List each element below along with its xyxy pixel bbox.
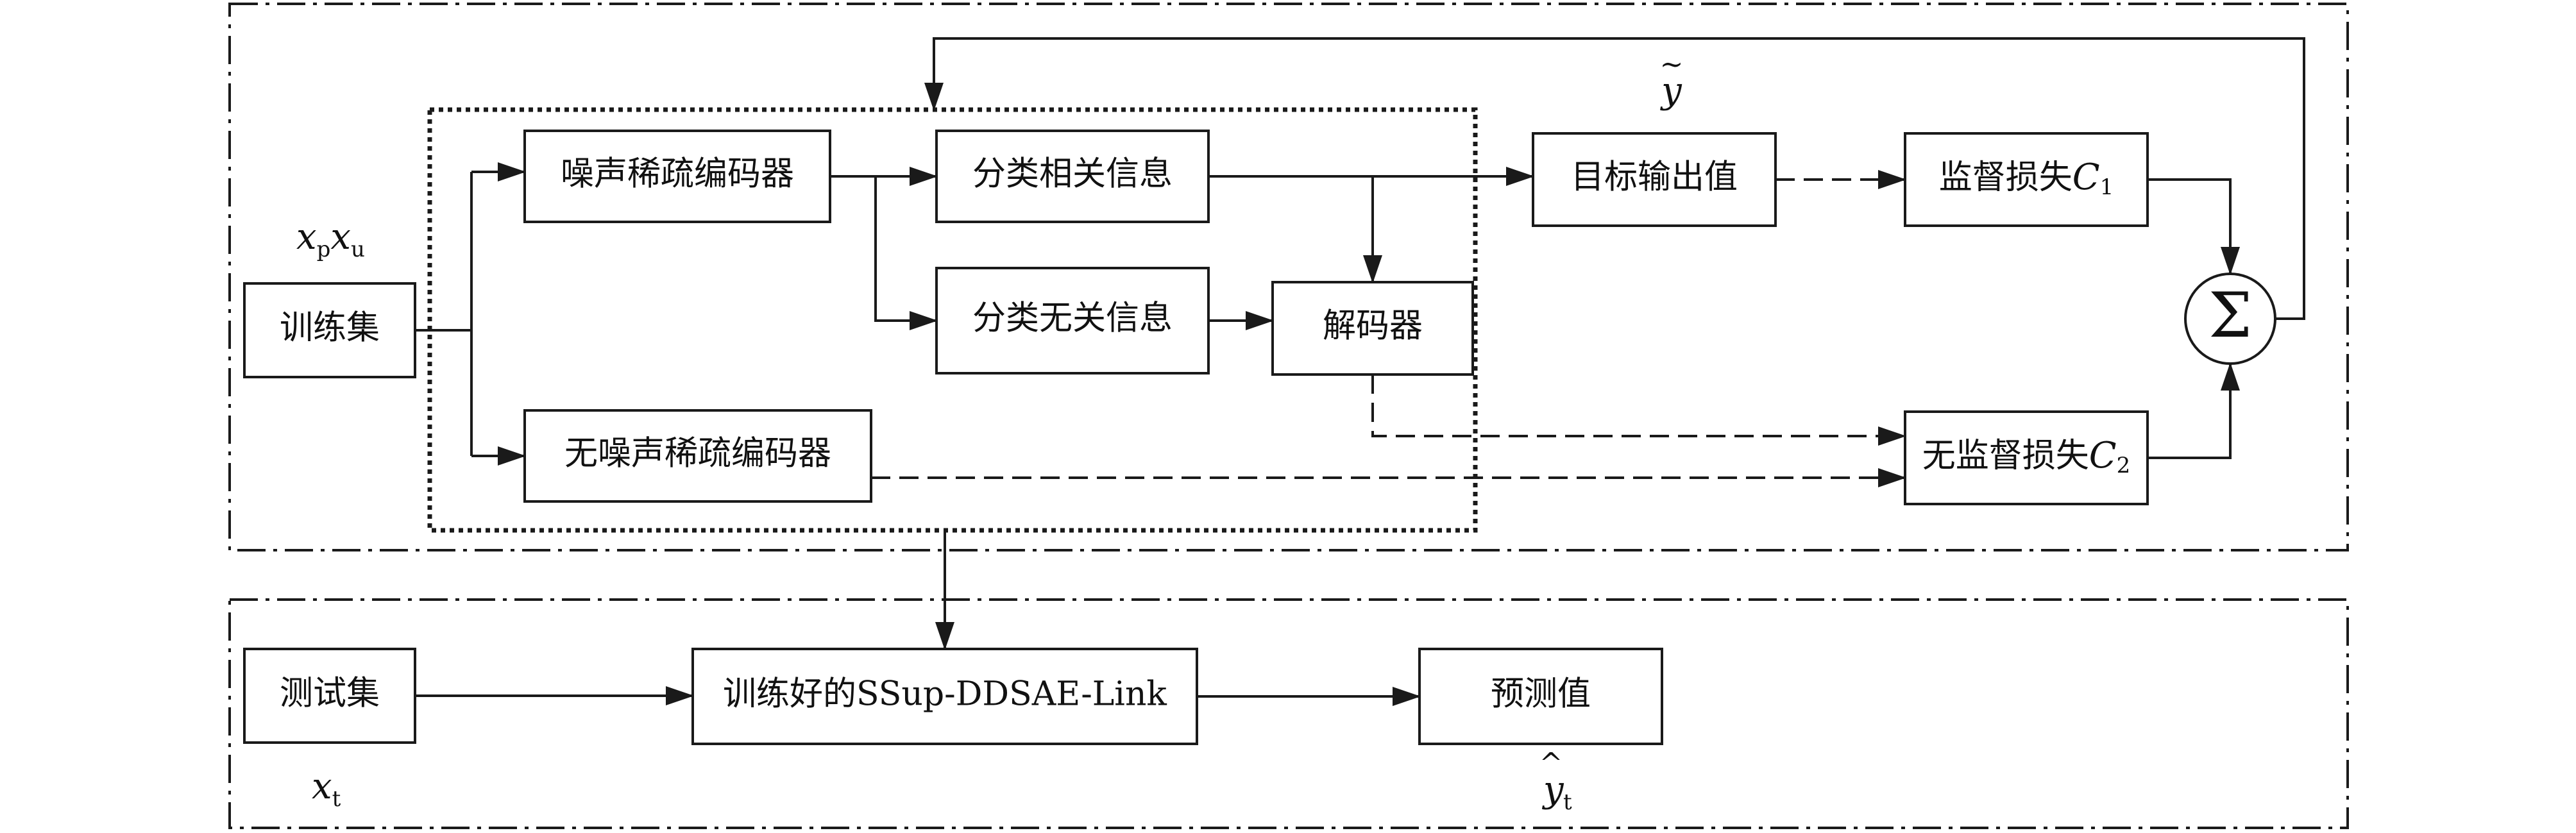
clean-encoder-node: 无噪声稀疏编码器 (523, 409, 872, 503)
network-frame (427, 107, 1478, 533)
decoder-node: 解码器 (1271, 281, 1474, 376)
unsup-loss-label: 无监督损失 (1922, 437, 2089, 475)
prediction-label: 预测值 (1491, 675, 1591, 714)
test-set-label: 测试集 (280, 675, 380, 713)
svg-text:y: y (1659, 70, 1682, 112)
dashed-arrow-decoder-to-unsup-loss (1371, 374, 1906, 446)
svg-text:y: y (1541, 769, 1564, 811)
unsup-loss-node: 无监督损失C2 (1904, 410, 2149, 505)
training-stage-frame (228, 3, 2349, 551)
arrow-to-class-unrelated (874, 176, 938, 330)
sum-symbol: Σ (2208, 280, 2252, 351)
svg-text:^: ^ (1539, 747, 1563, 780)
train-set-node: 训练集 (243, 282, 416, 378)
test-input-symbol: xt (312, 766, 341, 812)
target-output-node: 目标输出值 (1532, 132, 1777, 227)
svg-text:t: t (1563, 789, 1572, 815)
class-related-node: 分类相关信息 (935, 130, 1210, 223)
class-unrelated-node: 分类无关信息 (935, 267, 1210, 374)
feedback-arrow-to-network (924, 37, 2305, 320)
arrow-sup-loss-to-sum (2148, 178, 2240, 275)
sum-node: Σ (2184, 273, 2276, 365)
noisy-encoder-label: 噪声稀疏编码器 (561, 155, 794, 194)
class-related-label: 分类相关信息 (972, 155, 1173, 194)
y-tilde-symbol: ~ y (1659, 48, 1683, 112)
class-unrelated-label: 分类无关信息 (972, 299, 1173, 338)
train-input-symbols: xpxu (296, 216, 365, 262)
prediction-node: 预测值 (1418, 648, 1663, 745)
svg-text:无监督损失C2: 无监督损失C2 (1922, 435, 2131, 479)
arrow-unsup-loss-to-sum (2148, 362, 2240, 459)
target-output-label: 目标输出值 (1571, 158, 1738, 197)
y-hat-symbol: ^ y t (1539, 747, 1572, 815)
testing-stage-frame (228, 598, 2349, 829)
trained-model-label: 训练好的SSup-DDSAE-Link (723, 675, 1167, 714)
clean-encoder-label: 无噪声稀疏编码器 (564, 435, 831, 473)
test-set-node: 测试集 (243, 648, 416, 744)
trained-model-node: 训练好的SSup-DDSAE-Link (691, 648, 1198, 745)
decoder-label: 解码器 (1323, 307, 1423, 346)
svg-text:监督损失C1: 监督损失C1 (1939, 156, 2114, 201)
svg-text:~: ~ (1660, 48, 1684, 81)
train-set-label: 训练集 (280, 309, 380, 348)
sup-loss-node: 监督损失C1 (1904, 132, 2149, 227)
noisy-encoder-node: 噪声稀疏编码器 (523, 130, 831, 223)
connectors (415, 37, 2305, 706)
sup-loss-label: 监督损失 (1939, 158, 2072, 197)
